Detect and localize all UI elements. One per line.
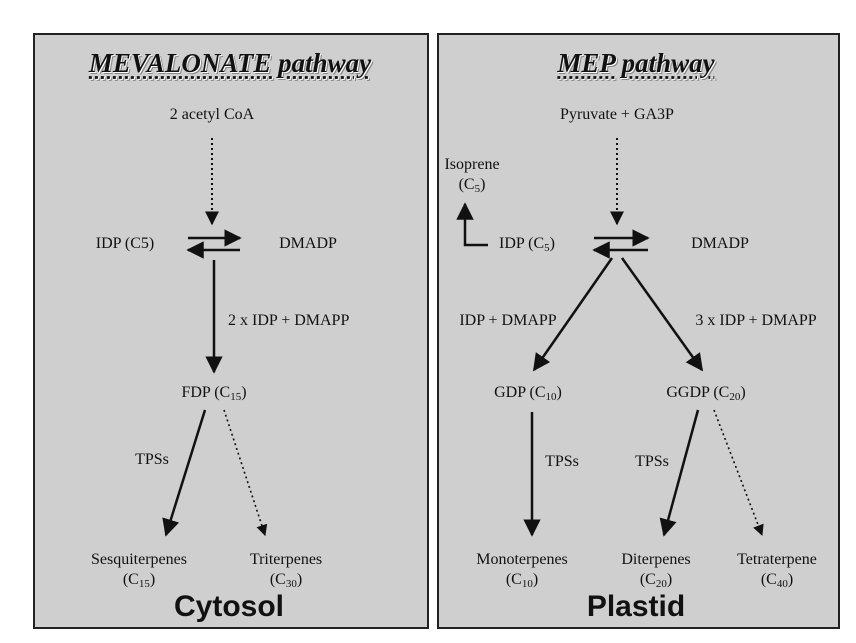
step-idp-dmapp-label: IDP + DMAPP bbox=[459, 312, 557, 329]
dmadp-right-label: DMADP bbox=[691, 235, 749, 252]
cytosol-panel bbox=[33, 33, 429, 629]
diterpenes-label: Diterpenes(C20) bbox=[621, 551, 691, 590]
plastid-label: Plastid bbox=[586, 590, 686, 623]
pyruvate-ga3p-label: Pyruvate + GA3P bbox=[560, 106, 674, 123]
tetraterpene-label: Tetraterpene(C40) bbox=[737, 551, 817, 590]
step-2idp-label: 2 x IDP + DMAPP bbox=[228, 312, 350, 329]
triterpenes-label: Triterpenes(C30) bbox=[249, 551, 323, 590]
ggdp-label: GGDP (C20) bbox=[666, 384, 746, 403]
monoterpenes-label: Monoterpenes(C10) bbox=[476, 551, 568, 590]
arrow-fdp-to-triterpenes bbox=[223, 409, 268, 537]
sesquiterpenes-label: Sesquiterpenes(C15) bbox=[91, 551, 187, 590]
arrow-to-ggdp bbox=[620, 257, 704, 372]
tps-mono-label: TPSs bbox=[545, 453, 579, 470]
step-3idp-label: 3 x IDP + DMAPP bbox=[695, 312, 817, 329]
tps-diter-label: TPSs bbox=[635, 453, 669, 470]
idp-c5-label: IDP (C5) bbox=[498, 235, 556, 254]
arrow-ggdp-to-tetraterpene bbox=[713, 409, 764, 537]
dmadp-label: DMADP bbox=[279, 235, 337, 252]
arrow-idp-to-isoprene bbox=[456, 202, 488, 247]
arrow-fdp-to-sesquiterpenes bbox=[162, 409, 207, 537]
arrow-to-gdp bbox=[532, 257, 614, 372]
isoprene-label: Isoprene(C5) bbox=[444, 156, 500, 195]
idp-label: IDP (C5) bbox=[95, 235, 155, 252]
gdp-label: GDP (C10) bbox=[494, 384, 562, 403]
acetyl-coa-label: 2 acetyl CoA bbox=[169, 106, 255, 123]
arrow-ggdp-to-diterpenes bbox=[659, 409, 700, 537]
fdp-label: FDP (C15) bbox=[181, 384, 247, 403]
plastid-panel bbox=[437, 33, 840, 629]
mevalonate-title: MEVALONATE pathway bbox=[88, 48, 372, 78]
cytosol-label: Cytosol bbox=[173, 590, 285, 623]
mep-title: MEP pathway bbox=[557, 48, 715, 78]
tps-label: TPSs bbox=[135, 451, 169, 468]
